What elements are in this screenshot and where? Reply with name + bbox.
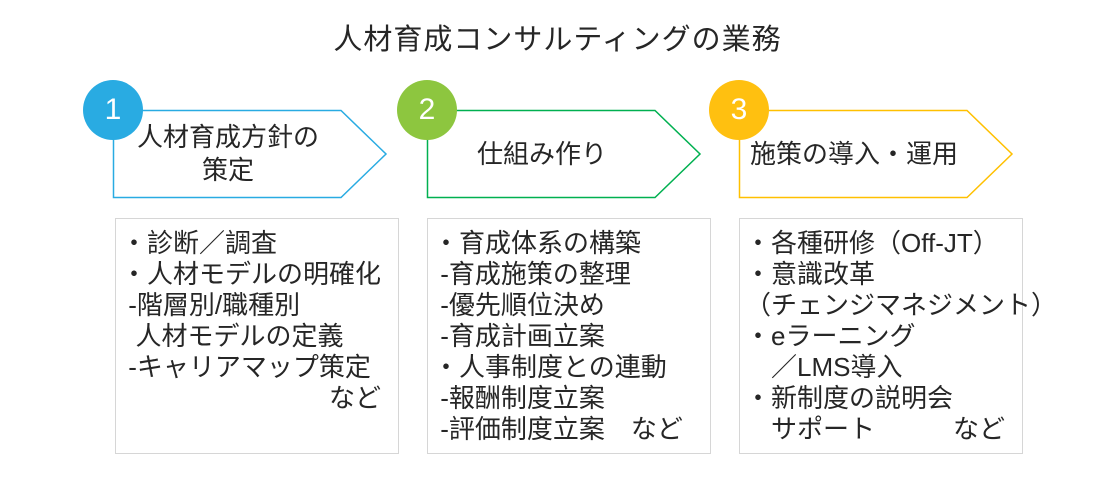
list-item: ・新制度の説明会 xyxy=(745,383,954,413)
list-item: -キャリアマップ策定 xyxy=(121,352,371,382)
step2-label: 仕組み作り xyxy=(426,109,658,199)
list-item: -優先順位決め xyxy=(433,290,605,320)
step3-number: 3 xyxy=(730,93,748,126)
list-item: -評価制度立案 など xyxy=(433,414,683,444)
list-item: -育成計画立案 xyxy=(433,321,605,351)
list-item: -報酬制度立案 xyxy=(433,383,605,413)
list-item: ・人事制度との連動 xyxy=(433,352,667,382)
list-item: ・診断／調査 xyxy=(121,228,278,258)
step1-chevron-outline xyxy=(112,109,388,199)
step2-number: 2 xyxy=(418,93,436,126)
step2-chevron-outline xyxy=(426,109,702,199)
step1-label-line1: 人材育成方針の xyxy=(136,122,319,152)
list-item: ・育成体系の構築 xyxy=(433,228,642,258)
step3-chevron-outline xyxy=(738,109,1014,199)
step1-details-box: ・診断／調査 ・人材モデルの明確化 -階層別/職種別 人材モデルの定義 -キャリ… xyxy=(115,218,399,454)
list-item: ・eラーニング xyxy=(745,321,916,351)
list-item: ／LMS導入 xyxy=(745,352,903,382)
slide-title: 人材育成コンサルティングの業務 xyxy=(333,24,782,56)
step2-details-box: ・育成体系の構築 -育成施策の整理 -優先順位決め -育成計画立案 ・人事制度と… xyxy=(427,218,711,454)
list-item: ・人材モデルの明確化 xyxy=(121,259,382,289)
list-item: （チェンジマネジメント） xyxy=(745,290,1058,320)
step3-number-badge: 3 xyxy=(709,80,769,140)
step2-number-badge: 2 xyxy=(397,80,457,140)
step1-label-line2: 策定 xyxy=(201,155,254,185)
list-item: ・各種研修（Off-JT） xyxy=(745,228,999,258)
step3-label: 施策の導入・運用 xyxy=(738,109,970,199)
list-item: ・意識改革 xyxy=(745,259,876,289)
step3-details-box: ・各種研修（Off-JT） ・意識改革 （チェンジマネジメント） ・eラーニング… xyxy=(739,218,1058,454)
step2-chevron-shape xyxy=(426,109,702,199)
step1-label: 人材育成方針の 策定 xyxy=(112,109,344,199)
list-item: など xyxy=(121,383,382,413)
list-item: -階層別/職種別 xyxy=(121,290,301,320)
step3-label-line1: 施策の導入・運用 xyxy=(749,138,958,169)
step2-label-line1: 仕組み作り xyxy=(476,138,607,169)
list-item: -育成施策の整理 xyxy=(433,259,631,289)
list-item: 人材モデルの定義 xyxy=(121,321,344,351)
step1-number-badge: 1 xyxy=(83,80,143,140)
step1-number: 1 xyxy=(104,93,122,126)
step3-chevron-shape xyxy=(738,109,1014,199)
step1-chevron-shape xyxy=(112,109,388,199)
list-item: サポート など xyxy=(745,414,1006,444)
